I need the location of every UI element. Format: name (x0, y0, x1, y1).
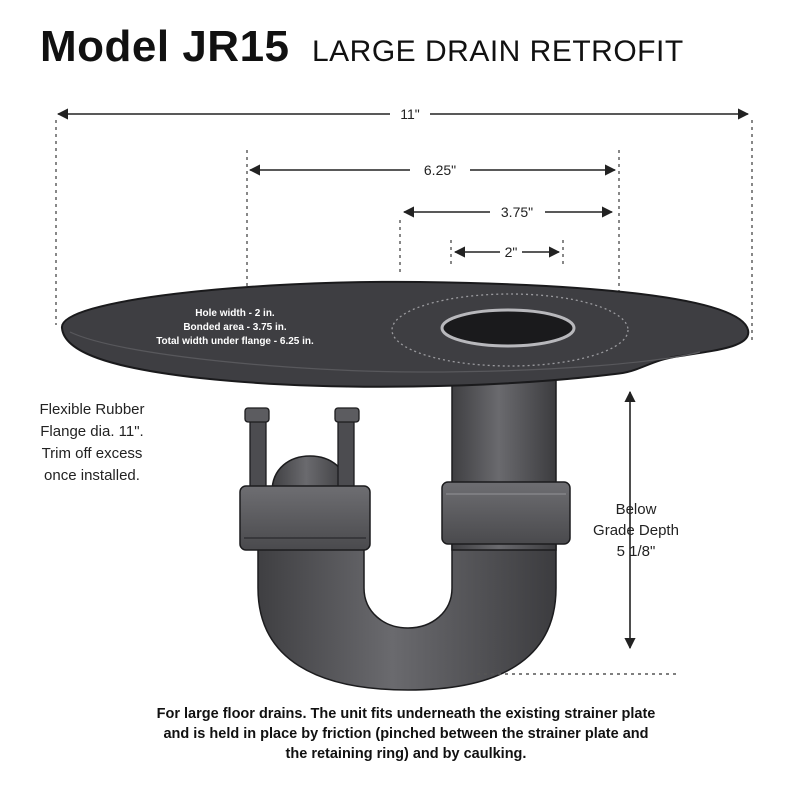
depth-label-line-2: Grade Depth (593, 522, 679, 539)
flange-label-line-1: Flexible Rubber (39, 401, 144, 418)
flange-label-line-4: once installed. (44, 467, 140, 484)
dimension-total: 11" (55, 106, 753, 340)
dimension-hole-label: 2" (505, 244, 518, 260)
caption: For large floor drains. The unit fits un… (40, 704, 772, 764)
model-title: Model JR15 (40, 22, 290, 71)
dimension-bonded-label: 3.75" (501, 204, 533, 220)
depth-label-line-1: Below (616, 501, 657, 518)
caption-line-2: and is held in place by friction (pinche… (163, 726, 649, 742)
dimension-hole: 2" (450, 240, 564, 268)
caption-line-3: the retaining ring) and by caulking. (285, 746, 527, 762)
dimension-depth: Below Grade Depth 5 1/8" (470, 390, 680, 675)
flange-note-hole: Hole width - 2 in. (195, 308, 275, 319)
drain-hole (440, 308, 576, 348)
flange-note-bonded: Bonded area - 3.75 in. (183, 322, 287, 333)
dimension-under-flange: 6.25" (246, 150, 620, 298)
p-trap (239, 379, 571, 691)
title-row: Model JR15 LARGE DRAIN RETROFIT (40, 22, 684, 72)
dimension-bonded: 3.75" (399, 204, 614, 275)
depth-label-line-3: 5 1/8" (617, 543, 656, 560)
dimension-under-flange-label: 6.25" (424, 162, 456, 178)
flange-label: Flexible Rubber Flange dia. 11". Trim of… (39, 401, 144, 484)
flange-note-total: Total width under flange - 6.25 in. (156, 336, 314, 347)
caption-line-1: For large floor drains. The unit fits un… (156, 706, 656, 722)
bonded-area-outline (391, 293, 629, 367)
flange-label-line-3: Trim off excess (42, 445, 143, 462)
subtitle: LARGE DRAIN RETROFIT (311, 35, 684, 68)
rubber-flange: Hole width - 2 in. Bonded area - 3.75 in… (60, 280, 750, 388)
dimension-total-label: 11" (400, 106, 420, 122)
flange-label-line-2: Flange dia. 11". (40, 423, 143, 440)
